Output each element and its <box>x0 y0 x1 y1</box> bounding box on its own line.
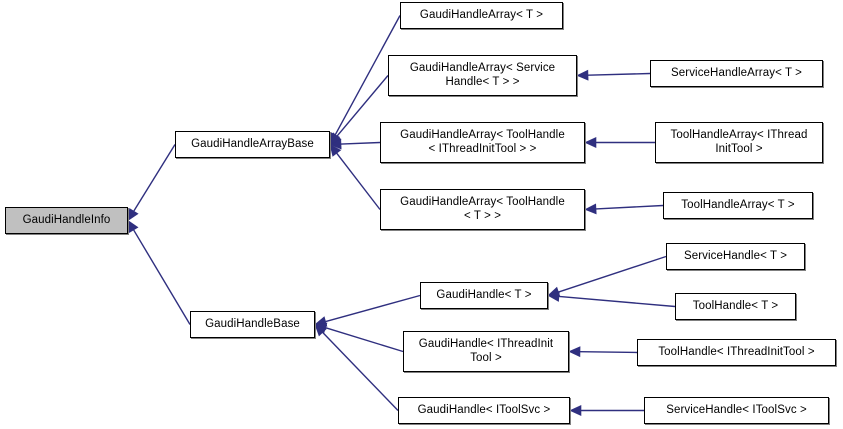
edge-gaudihandlebase-to-gaudihandleinfo <box>127 219 191 325</box>
class-node-label: ServiceHandle< T > <box>683 249 788 262</box>
edge-toolhandlearray-ithreadinittool-to-gaudihandlearray-toolhandle-ithreadinittool <box>584 137 655 148</box>
class-node-gaudihandle-t[interactable]: GaudiHandle< T > <box>420 282 548 309</box>
class-node-toolhandlearray-ithreadinittool[interactable]: ToolHandleArray< IThread InitTool > <box>655 122 823 163</box>
class-node-label: GaudiHandleBase <box>205 317 300 330</box>
class-node-gaudihandle-itoolsvc[interactable]: GaudiHandle< IToolSvc > <box>398 397 570 424</box>
class-node-label: GaudiHandle< IThreadInit Tool > <box>418 338 554 364</box>
class-node-label: GaudiHandle< IToolSvc > <box>417 403 551 416</box>
class-node-toolhandle-ithreadinittool[interactable]: ToolHandle< IThreadInitTool > <box>637 339 836 366</box>
edge-gaudihandlearray-toolhandle-ithreadinittool-to-gaudihandlearraybase <box>329 138 381 150</box>
class-node-servicehandle-itoolsvc[interactable]: ServiceHandle< IToolSvc > <box>644 397 829 424</box>
class-node-gaudihandleinfo[interactable]: GaudiHandleInfo <box>5 207 128 234</box>
edge-gaudihandle-t-to-gaudihandlebase <box>314 294 421 327</box>
class-node-label: ToolHandle< T > <box>692 299 779 312</box>
class-node-label: GaudiHandleInfo <box>22 213 111 226</box>
class-node-servicehandlearray-t[interactable]: ServiceHandleArray< T > <box>650 60 823 87</box>
class-node-gaudihandlearray-toolhandle-ithreadinittool[interactable]: GaudiHandleArray< ToolHandle < IThreadIn… <box>380 122 585 163</box>
class-node-label: GaudiHandleArray< ToolHandle < T > > <box>400 196 565 222</box>
class-node-label: GaudiHandleArrayBase <box>191 137 314 150</box>
class-node-label: GaudiHandle< T > <box>436 288 532 301</box>
class-node-label: ServiceHandleArray< T > <box>671 66 802 79</box>
class-node-label: GaudiHandleArray< Service Handle< T > > <box>409 62 556 88</box>
edge-toolhandlearray-t-to-gaudihandlearray-toolhandle-t <box>584 203 664 215</box>
class-node-label: ToolHandle< IThreadInitTool > <box>658 345 815 358</box>
class-node-label: ToolHandleArray< IThread InitTool > <box>670 129 808 155</box>
edge-gaudihandlearraybase-to-gaudihandleinfo <box>127 144 176 222</box>
class-node-gaudihandlearraybase[interactable]: GaudiHandleArrayBase <box>175 131 330 158</box>
edge-toolhandle-t-to-gaudihandle-t <box>547 291 676 308</box>
edge-servicehandlearray-t-to-gaudihandlearray-servicehandle-t <box>576 69 651 81</box>
edge-toolhandle-ithreadinittool-to-gaudihandle-ithreadinittool <box>568 346 638 358</box>
edge-servicehandle-t-to-gaudihandle-t <box>547 255 667 298</box>
class-node-label: GaudiHandleArray< ToolHandle < IThreadIn… <box>400 129 565 155</box>
class-node-label: ToolHandleArray< T > <box>681 198 795 211</box>
edge-servicehandle-itoolsvc-to-gaudihandle-itoolsvc <box>569 405 644 416</box>
class-node-gaudihandlearray-toolhandle-t[interactable]: GaudiHandleArray< ToolHandle < T > > <box>380 189 585 230</box>
edge-gaudihandle-itoolsvc-to-gaudihandlebase <box>314 323 399 411</box>
class-node-gaudihandle-ithreadinittool[interactable]: GaudiHandle< IThreadInit Tool > <box>403 331 569 372</box>
edge-gaudihandlearray-toolhandle-t-to-gaudihandlearraybase <box>329 143 381 210</box>
class-node-gaudihandlearray-t[interactable]: GaudiHandleArray< T > <box>400 2 563 29</box>
class-node-servicehandle-t[interactable]: ServiceHandle< T > <box>666 243 805 270</box>
class-node-label: GaudiHandleArray< T > <box>419 8 544 21</box>
class-node-toolhandle-t[interactable]: ToolHandle< T > <box>675 293 796 320</box>
class-node-label: ServiceHandle< IToolSvc > <box>666 403 807 416</box>
class-node-gaudihandlebase[interactable]: GaudiHandleBase <box>190 311 315 338</box>
class-node-toolhandlearray-t[interactable]: ToolHandleArray< T > <box>663 192 813 219</box>
class-node-gaudihandlearray-servicehandle-t[interactable]: GaudiHandleArray< Service Handle< T > > <box>388 55 577 96</box>
